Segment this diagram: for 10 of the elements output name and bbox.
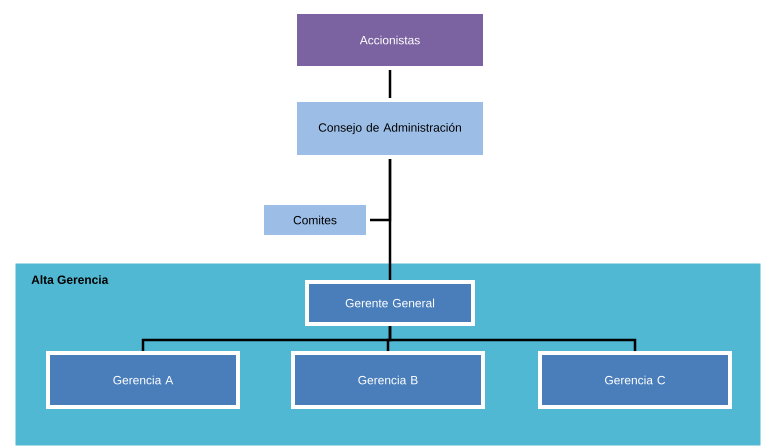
shareholders-box: Accionistas bbox=[293, 10, 487, 70]
department-box: Gerencia B bbox=[291, 351, 485, 409]
committee-box: Comites bbox=[260, 201, 370, 239]
department-box: Gerencia A bbox=[46, 351, 240, 409]
connector-line bbox=[388, 159, 392, 280]
connector-line bbox=[388, 70, 392, 98]
department-box: Gerencia C bbox=[538, 351, 732, 409]
connector-line bbox=[388, 326, 636, 351]
board-box: Consejo de Administración bbox=[293, 98, 487, 159]
manager-box: Gerente General bbox=[305, 280, 475, 326]
